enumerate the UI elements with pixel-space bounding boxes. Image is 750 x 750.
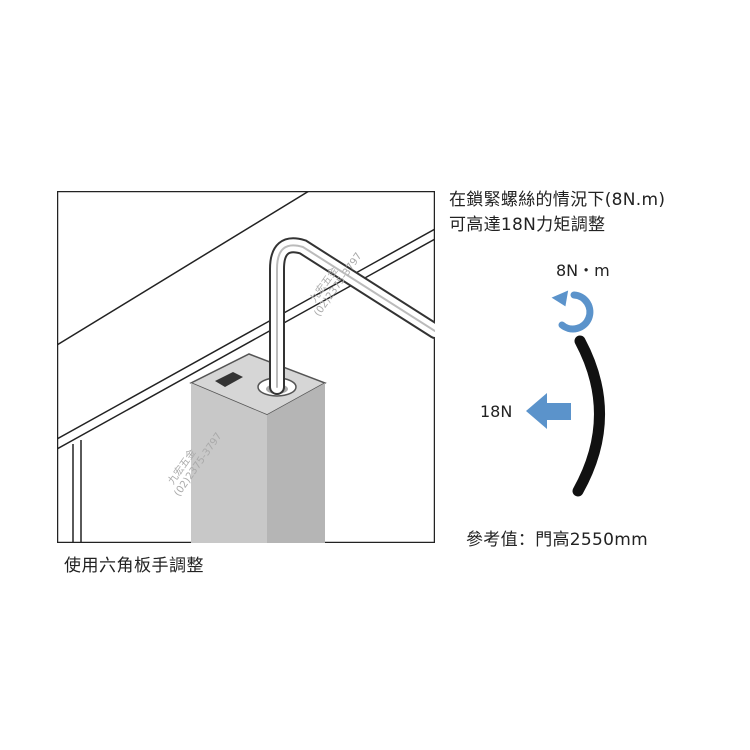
- hinge-illustration: 九宏五金 (02)2375-3797 九宏五金 (02)2375-3797: [56, 190, 443, 544]
- torque-label: 8N・m: [556, 261, 610, 280]
- door-swing-curve: [572, 335, 605, 497]
- pivot-post: [189, 353, 327, 543]
- beam-edge: [56, 228, 436, 440]
- description-line-1: 在鎖緊螺絲的情況下(8N.m): [449, 190, 666, 210]
- description-line-2: 可高達18N力矩調整: [449, 215, 606, 235]
- force-diagram: [470, 245, 640, 505]
- reference-note: 參考值：門高2550mm: [466, 530, 648, 550]
- illustration-caption: 使用六角板手調整: [64, 556, 204, 576]
- left-arrow-icon: [526, 393, 571, 429]
- beam-edge: [56, 238, 436, 450]
- description: 在鎖緊螺絲的情況下(8N.m) 可高達18N力矩調整: [449, 188, 665, 238]
- hex-key-wrench: [269, 237, 443, 395]
- rotate-clockwise-arrow-icon: [551, 290, 594, 333]
- beam-edge: [56, 190, 310, 346]
- force-label: 18N: [480, 402, 513, 421]
